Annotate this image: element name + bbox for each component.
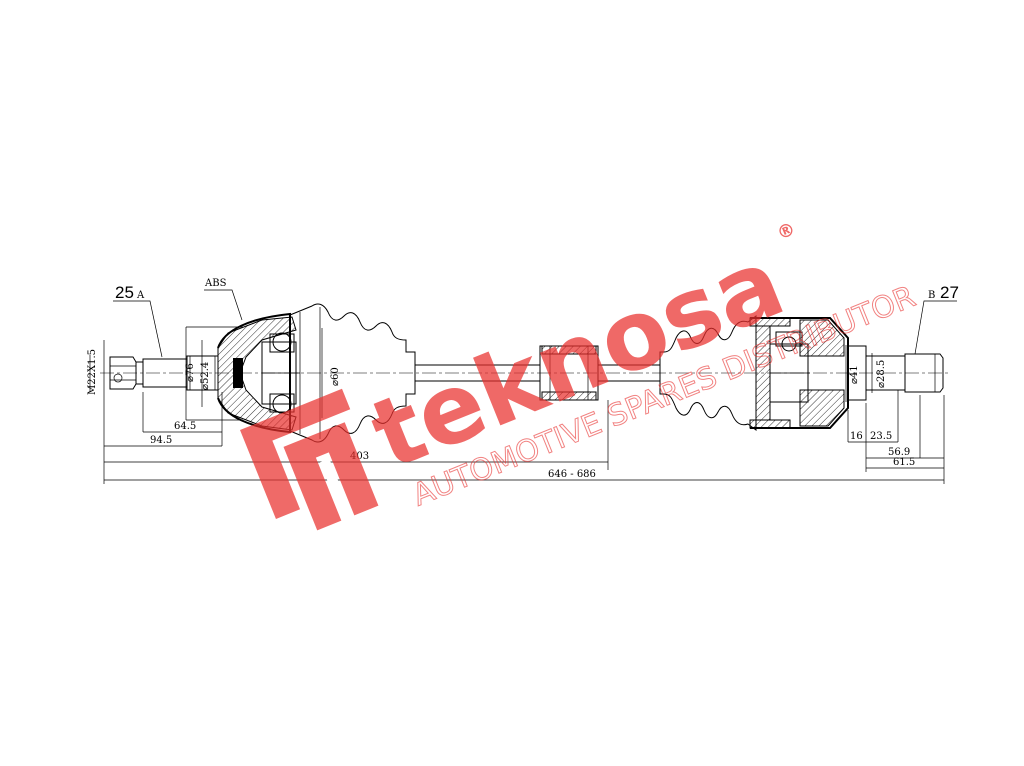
dim-64-5: 64.5 (174, 421, 196, 432)
abs-label: ABS (204, 278, 227, 289)
teknosa-watermark: teknosa ® AUTOMOTIVE SPARES DISTRIBUTOR (240, 218, 921, 531)
dim-dia-41: ⌀41 (849, 365, 860, 384)
dim-56-9: 56.9 (888, 447, 910, 458)
left-threaded-stub (109, 355, 219, 391)
callout-left-letter: A (136, 290, 145, 301)
dim-dia-28-5: ⌀28.5 (876, 360, 887, 388)
leader-lines (113, 289, 957, 358)
dim-61-5: 61.5 (893, 457, 915, 468)
dim-dia-52-4: ⌀52.4 (200, 362, 211, 390)
dim-16: 16 (850, 431, 863, 442)
outer-cv-joint (217, 312, 300, 434)
teknosa-logo-icon (240, 388, 379, 531)
dim-403: 403 (350, 451, 369, 462)
callout-right-letter: B (928, 290, 935, 301)
watermark-registered: ® (774, 218, 799, 244)
dim-94-5: 94.5 (150, 435, 172, 446)
callout-left-number: 25 (115, 283, 134, 302)
inner-boot (659, 315, 757, 431)
dim-thread: M22X1.5 (87, 349, 98, 395)
dim-23-5: 23.5 (870, 431, 892, 442)
main-shaft (415, 345, 660, 401)
dim-total: 646 - 686 (548, 469, 596, 480)
inner-tripod-joint (749, 317, 944, 429)
dim-dia-60: ⌀60 (330, 367, 341, 386)
dim-dia-76: ⌀76 (185, 363, 196, 382)
callout-right-number: 27 (940, 283, 959, 302)
